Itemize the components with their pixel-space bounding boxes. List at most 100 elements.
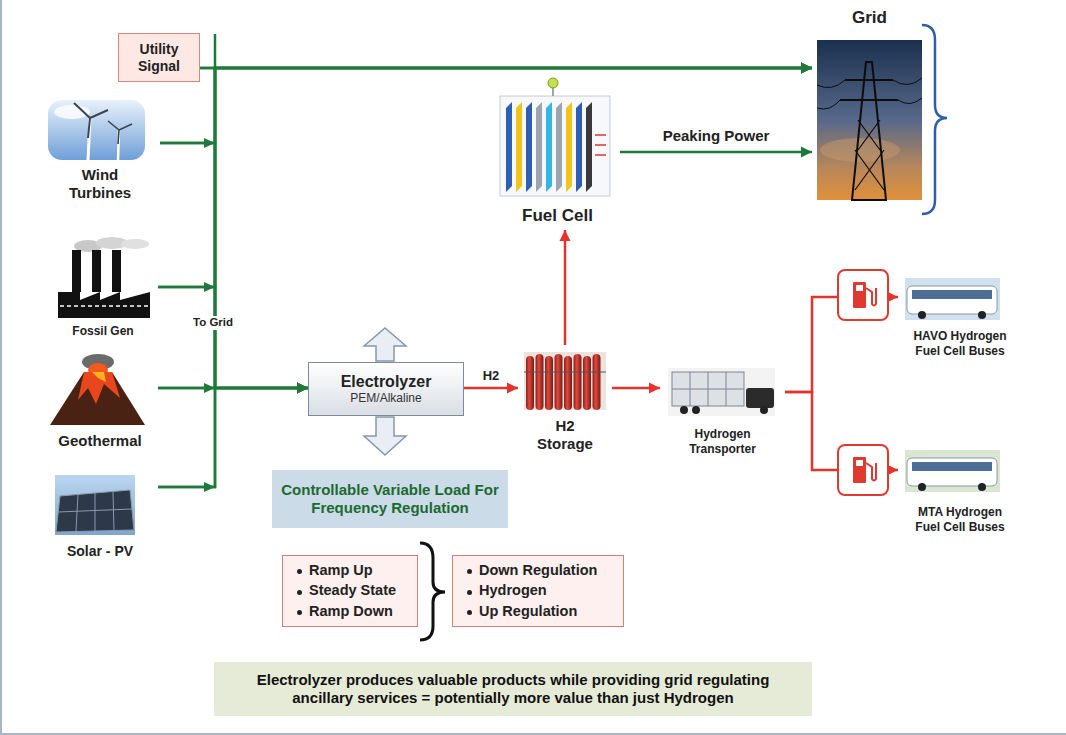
- flow-connector: [158, 68, 812, 388]
- list-item: Hydrogen: [463, 582, 547, 599]
- fuel-pump-icon-part: [838, 445, 888, 495]
- fossil-plant-picture-part: [92, 250, 101, 292]
- fuel-pump-icon-part: [838, 270, 888, 320]
- mta-bus-picture-part: [912, 462, 992, 471]
- flow-connector: [620, 151, 812, 154]
- hydrogen-trailer-picture-part: [692, 406, 700, 414]
- transmission-tower-picture-part: [855, 150, 884, 190]
- hydrogen-cylinders-picture-part: [545, 356, 553, 410]
- storage: H2 Storage: [518, 345, 612, 455]
- havo-bus-picture-part: [907, 286, 997, 314]
- hydrogen-cylinders-picture: [524, 352, 606, 410]
- solar-panel-picture-part: [76, 494, 78, 531]
- edge-label: Peaking Power: [660, 127, 773, 145]
- mta-bus-picture-part: [907, 458, 997, 486]
- fuel-cell-picture-part: [506, 102, 512, 192]
- wind-turbine-picture-part: [74, 103, 90, 118]
- fuel-cell-picture-part: [548, 78, 558, 88]
- grid-brace-part: [922, 25, 947, 214]
- fuel-pump-icon-part: [856, 460, 863, 466]
- wind-turbine-picture-part: [88, 118, 90, 160]
- transporter: Hydrogen Transporter: [660, 362, 785, 458]
- node-label: HAVO Hydrogen Fuel Cell Buses: [906, 329, 1014, 358]
- solar-panel-picture-part: [95, 493, 96, 531]
- arrow-head: [560, 230, 571, 241]
- transmission-tower-picture-part: [855, 150, 884, 190]
- fuel-cell-picture-part: [586, 102, 592, 192]
- solar-panel-picture-part: [56, 490, 134, 532]
- hydrogen-cylinders-picture-part: [564, 356, 572, 410]
- fossil-plant-picture-part: [60, 305, 148, 307]
- flow-connector: [158, 287, 308, 388]
- havo-bus-picture-part: [978, 311, 986, 319]
- fuel-cell-picture-part: [526, 102, 532, 192]
- node-label: Fuel Cell: [522, 206, 593, 226]
- fuel-pump-icon-part: [866, 288, 876, 306]
- transmission-tower-picture-part: [817, 40, 922, 200]
- wind-turbine-picture-part: [90, 110, 108, 118]
- fossil-plant-picture-part: [72, 250, 81, 292]
- arrow-head: [801, 63, 812, 74]
- fuel-cell: Fuel Cell: [495, 84, 620, 230]
- fossil-source: Fossil Gen: [48, 236, 158, 340]
- fossil-plant-picture: [58, 237, 150, 318]
- solar-source: Solar - PV: [42, 472, 158, 562]
- volcano-picture-part: [78, 372, 120, 404]
- hydrogen-cylinders-picture-part: [536, 354, 544, 410]
- fuel-cell-picture-part: [595, 144, 606, 146]
- fuel-cell-picture-part: [556, 102, 562, 192]
- volcano-picture-part: [92, 372, 106, 382]
- hydrogen-trailer-picture: [668, 368, 775, 416]
- transmission-tower-picture-part: [858, 120, 880, 150]
- bus-bar-part: [214, 34, 217, 68]
- arrow-head: [801, 63, 812, 74]
- fuel-cell-picture-part: [576, 102, 582, 192]
- transmission-tower-picture-part: [858, 120, 880, 150]
- page-frame-part: [0, 733, 1066, 735]
- havo-bus-picture: [905, 278, 1000, 320]
- wind-turbine-picture-part: [108, 121, 119, 130]
- arrow-head: [801, 63, 812, 74]
- fuel-pump-icon: [838, 445, 888, 495]
- fuel-pump-icon-part: [853, 457, 866, 483]
- node-label: Electrolyzer produces valuable products …: [226, 671, 800, 707]
- fuel-cell-picture-part: [536, 102, 542, 192]
- wind-source: Wind Turbines: [40, 98, 160, 204]
- hydrogen-trailer-picture-part: [760, 406, 768, 414]
- hydrogen-cylinders-picture-part: [555, 354, 563, 410]
- list-brace: [420, 543, 445, 640]
- process-box: ElectrolyzerPEM/Alkaline: [308, 362, 464, 416]
- transmission-tower-picture-part: [820, 138, 900, 162]
- fuel-cell-picture: [500, 78, 610, 196]
- hydrogen-trailer-picture-part: [680, 406, 688, 414]
- arrow-head: [801, 147, 812, 158]
- node-label: Wind Turbines: [55, 166, 145, 202]
- wind-turbine-picture-part: [88, 118, 90, 138]
- fuel-cell-picture-part: [500, 96, 610, 196]
- page-frame-part: [0, 0, 2, 735]
- hydrogen-trailer-picture-part: [672, 372, 744, 406]
- wind-turbine-picture-part: [118, 130, 119, 160]
- node-label: Electrolyzer: [341, 372, 432, 391]
- mta-bus-picture: [905, 450, 1000, 492]
- bus-bar: [204, 34, 215, 492]
- transmission-tower-picture: [817, 40, 922, 200]
- note-box: Controllable Variable Load For Frequency…: [272, 470, 508, 528]
- bus-fleet: MTA Hydrogen Fuel Cell Buses: [898, 446, 1022, 536]
- havo-bus-picture-part: [912, 290, 992, 299]
- node-label: Utility Signal: [123, 41, 195, 75]
- hydrogen-cylinders-picture-part: [524, 352, 606, 410]
- flow-connector: [564, 230, 567, 345]
- node-label: Geothermal: [58, 432, 141, 450]
- flow-connector: [158, 68, 812, 487]
- hydrogen-trailer-picture-part: [672, 389, 744, 390]
- wind-turbine-picture-part: [119, 124, 132, 130]
- solar-panel-picture: [55, 475, 135, 535]
- flow-connector: [158, 68, 812, 287]
- grid-picture: Grid: [812, 6, 927, 204]
- mta-bus-picture-part: [918, 483, 926, 491]
- node-label: Fossil Gen: [72, 324, 133, 338]
- arrow-head: [297, 383, 308, 394]
- summary-box: Electrolyzer produces valuable products …: [214, 662, 812, 716]
